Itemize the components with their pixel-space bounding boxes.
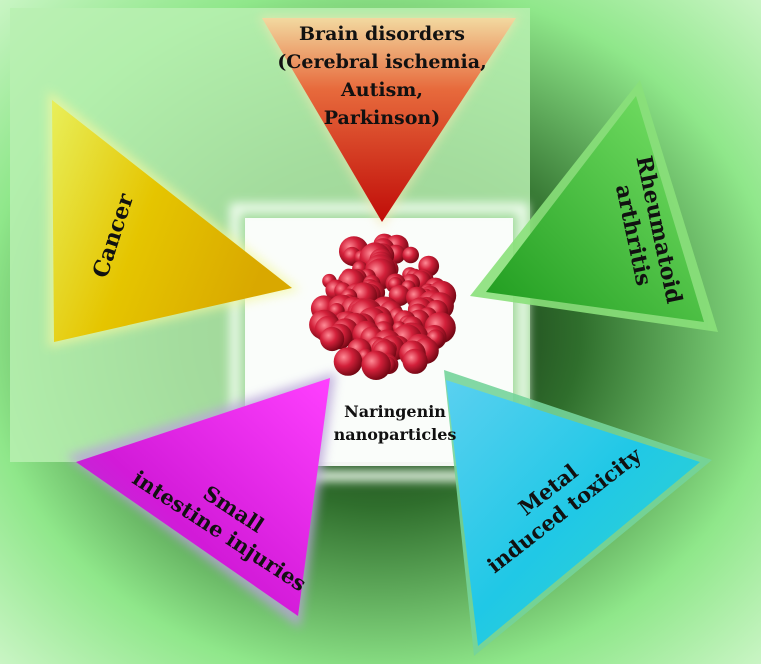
brain-disorders-triangle	[262, 18, 516, 222]
brain-label-line2: (Cerebral ischemia,	[277, 51, 486, 73]
nanoparticle-sphere	[361, 350, 391, 380]
nanoparticle-cluster	[309, 233, 457, 380]
nanoparticle-sphere	[402, 246, 420, 264]
brain-label-line4: Parkinson)	[324, 107, 440, 129]
nanoparticle-sphere	[402, 348, 428, 374]
center-label-line2: nanoparticles	[334, 425, 457, 444]
brain-label-line3: Autism,	[340, 79, 423, 101]
rheumatoid-arthritis-triangle	[486, 96, 704, 322]
metal-toxicity-triangle	[446, 380, 700, 646]
brain-label-line1: Brain disorders	[299, 23, 465, 45]
nanoparticle-sphere	[320, 326, 345, 352]
center-label-line1: Naringenin	[344, 402, 446, 421]
nanoparticle-sphere	[333, 347, 363, 376]
intestine-triangle	[76, 378, 330, 616]
cancer-triangle	[52, 100, 292, 342]
